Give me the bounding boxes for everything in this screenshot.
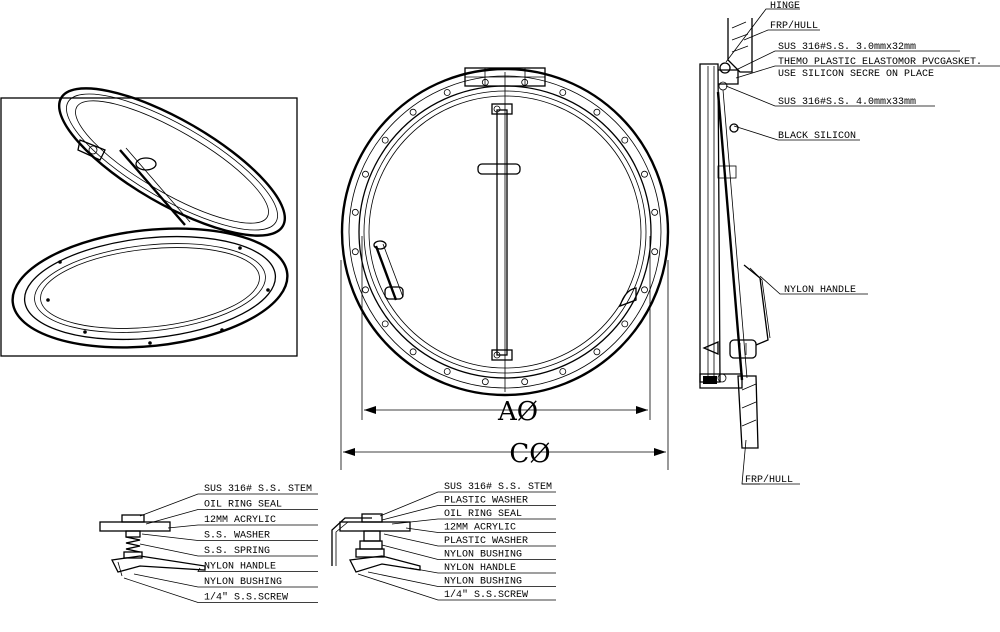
label-frp-hull-top: FRP/HULL	[770, 20, 818, 32]
callout-label: PLASTIC WASHER	[444, 536, 528, 547]
detail-right: SUS 316# S.S. STEM PLASTIC WASHER OIL RING…	[331, 482, 556, 601]
hinge-block	[464, 67, 546, 87]
callout-leader	[167, 524, 318, 529]
callout-leader	[381, 505, 556, 521]
bolt-hole	[621, 320, 629, 328]
hull-bottom	[737, 375, 759, 449]
callout-leader	[391, 518, 556, 525]
bolt-hole	[409, 108, 417, 116]
dim-c-label: CØ	[509, 439, 550, 469]
label-nylon-handle-side: NYLON HANDLE	[784, 285, 856, 296]
detail-right-leaders	[357, 491, 556, 601]
callout-label: 12MM ACRYLIC	[204, 515, 276, 526]
base-ring	[11, 227, 289, 349]
callout-leader	[145, 509, 318, 525]
hinge-pin	[719, 62, 731, 74]
open-lid	[57, 87, 287, 237]
callout-label: OIL RING SEAL	[204, 500, 282, 511]
front-view: AØ CØ	[340, 67, 670, 470]
bolt-hole	[641, 170, 648, 178]
bolt-hole	[521, 378, 529, 386]
bolt-hole	[381, 136, 389, 144]
label-hinge: HINGE	[770, 1, 800, 12]
callout-leader	[383, 533, 556, 547]
callout-leader	[381, 544, 556, 560]
callout-label: 1/4" S.S.SCREW	[204, 592, 288, 604]
label-gasket-1: THEMO PLASTIC ELASTOMOR PVCGASKET.	[778, 57, 982, 68]
callout-leader	[139, 543, 318, 557]
bolt-hole	[351, 208, 359, 216]
label-frp-hull-bottom: FRP/HULL	[745, 474, 793, 486]
callout-label: 1/4" S.S.SCREW	[444, 589, 528, 601]
dim-a-label: AØ	[497, 397, 538, 427]
bolt-hole	[443, 89, 451, 96]
detail-left: SUS 316# S.S. STEM OIL RING SEAL 12MM ACRY…	[99, 484, 318, 604]
bolt-hole	[593, 348, 601, 356]
outer-flange	[340, 67, 670, 397]
bolt-hole	[481, 378, 489, 386]
locking-bar	[477, 103, 521, 361]
bolt-hole	[362, 170, 369, 178]
callout-label: PLASTIC WASHER	[444, 496, 528, 507]
callout-label: S.S. WASHER	[204, 531, 270, 542]
bolt-hole	[362, 286, 369, 294]
callout-leader	[123, 577, 318, 603]
label-gasket-2: USE SILICON SECRE ON PLACE	[778, 69, 934, 80]
callout-leader	[141, 533, 318, 541]
bolt-hole	[593, 108, 601, 116]
dimension-c: CØ	[340, 260, 669, 470]
bolt-hole	[621, 136, 629, 144]
callout-leader	[139, 493, 318, 517]
callout-label: OIL RING SEAL	[444, 509, 522, 520]
dimension-a: AØ	[361, 236, 651, 427]
callout-leader	[405, 527, 556, 533]
callout-leader	[367, 571, 556, 587]
isometric-view	[0, 87, 298, 357]
callout-label: NYLON BUSHING	[444, 577, 522, 588]
hull-top	[727, 18, 753, 73]
label-black-silicon: BLACK SILICON	[778, 131, 856, 142]
callout-label: NYLON BUSHING	[444, 550, 522, 561]
label-ss-3mm: SUS 316#S.S. 3.0mmx32mm	[778, 42, 916, 53]
callout-label: SUS 316# S.S. STEM	[444, 482, 552, 493]
detail-left-leaders	[123, 493, 318, 603]
bolt-hole	[559, 368, 567, 375]
callout-label: 12MM ACRYLIC	[444, 523, 516, 534]
bolt-hole	[651, 208, 659, 216]
label-ss-4mm: SUS 316#S.S. 4.0mmx33mm	[778, 97, 916, 108]
side-handle	[702, 264, 771, 359]
callout-leader	[133, 573, 318, 588]
callout-label: NYLON BUSHING	[204, 577, 282, 588]
callout-label: NYLON HANDLE	[204, 562, 276, 573]
bolt-hole	[641, 286, 648, 294]
isometric-frame	[0, 97, 298, 357]
section-view: HINGE FRP/HULL SUS 316#S.S. 3.0mmx32mm T…	[699, 1, 1000, 486]
dogging-handle	[373, 240, 404, 301]
callout-label: SUS 316# S.S. STEM	[204, 484, 312, 495]
bolt-hole	[409, 348, 417, 356]
callout-leader	[197, 567, 318, 572]
bolt-hole	[651, 248, 659, 256]
callout-leader	[357, 573, 556, 601]
bolt-hole	[443, 368, 451, 375]
section-leaders	[725, 8, 1000, 485]
callout-leader	[409, 567, 556, 574]
callout-label: S.S. SPRING	[204, 546, 270, 557]
bolt-hole	[351, 248, 359, 256]
callout-label: NYLON HANDLE	[444, 563, 516, 574]
bolt-hole	[559, 89, 567, 96]
latch-tab	[618, 287, 637, 308]
bolt-hole	[381, 320, 389, 328]
callout-leader	[379, 491, 556, 517]
